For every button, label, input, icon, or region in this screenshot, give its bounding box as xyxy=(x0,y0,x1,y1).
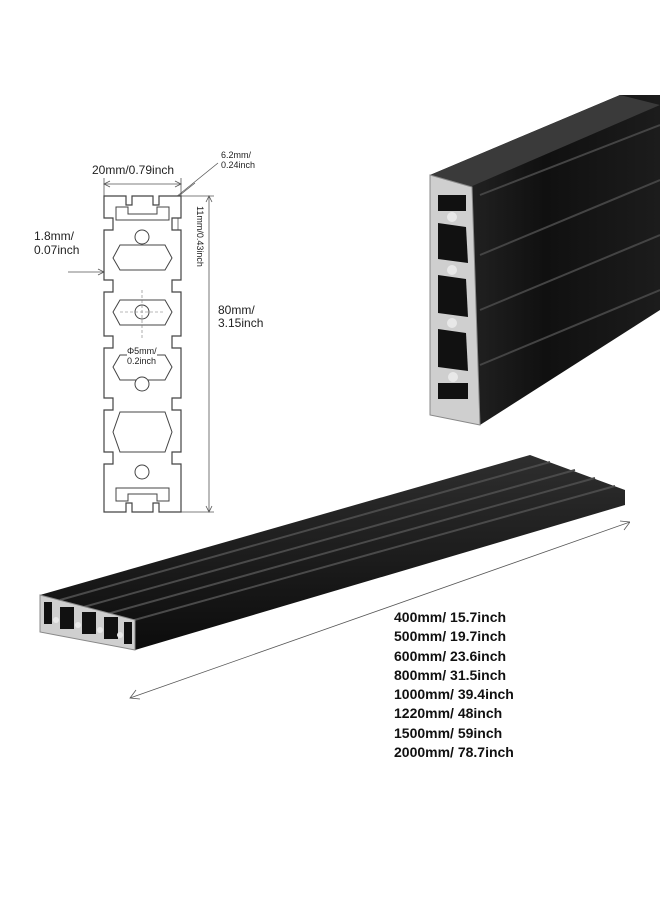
vertical-profile-top-face xyxy=(430,95,660,187)
hole-label-line1: Φ5mm/ xyxy=(127,346,157,356)
wall-label-line1: 1.8mm/ xyxy=(34,229,75,243)
slot-label-line1: 6.2mm/ xyxy=(221,150,252,160)
profile-cross-section-drawing xyxy=(68,162,219,513)
width-dimension-line xyxy=(103,178,182,196)
slot-label-line2: 0.24inch xyxy=(221,160,256,170)
length-option: 1500mm/ 59inch xyxy=(394,724,503,741)
width-label: 20mm/0.79inch xyxy=(92,163,175,177)
available-lengths-list: 400mm/ 15.7inch 500mm/ 19.7inch 600mm/ 2… xyxy=(394,608,514,762)
length-option: 500mm/ 19.7inch xyxy=(394,628,507,645)
horizontal-profile-end-face xyxy=(39,594,136,651)
length-option: 1000mm/ 39.4inch xyxy=(394,686,514,703)
length-dimension-line xyxy=(129,520,630,700)
length-option: 1220mm/ 48inch xyxy=(394,705,503,722)
wall-label-line2: 0.07inch xyxy=(34,243,80,257)
length-option: 800mm/ 31.5inch xyxy=(394,666,507,683)
height-label-line1: 80mm/ xyxy=(218,303,255,317)
height-dimension-line xyxy=(181,195,214,513)
horizontal-profile-photo xyxy=(39,455,630,700)
horizontal-profile-ridges xyxy=(59,461,616,625)
length-option: 2000mm/ 78.7inch xyxy=(394,744,514,761)
hole-centerline xyxy=(120,290,164,338)
depth-label: 11mm/0.43inch xyxy=(195,206,205,267)
vertical-profile-end-face xyxy=(429,174,481,426)
length-option: 400mm/ 15.7inch xyxy=(394,609,507,625)
horizontal-profile-body xyxy=(40,455,625,650)
vertical-profile-grooves xyxy=(479,124,660,366)
hole-label-line2: 0.2inch xyxy=(127,356,157,366)
vertical-profile-photo xyxy=(429,95,660,426)
height-label-line2: 3.15inch xyxy=(218,316,264,330)
length-option: 600mm/ 23.6inch xyxy=(394,647,507,664)
